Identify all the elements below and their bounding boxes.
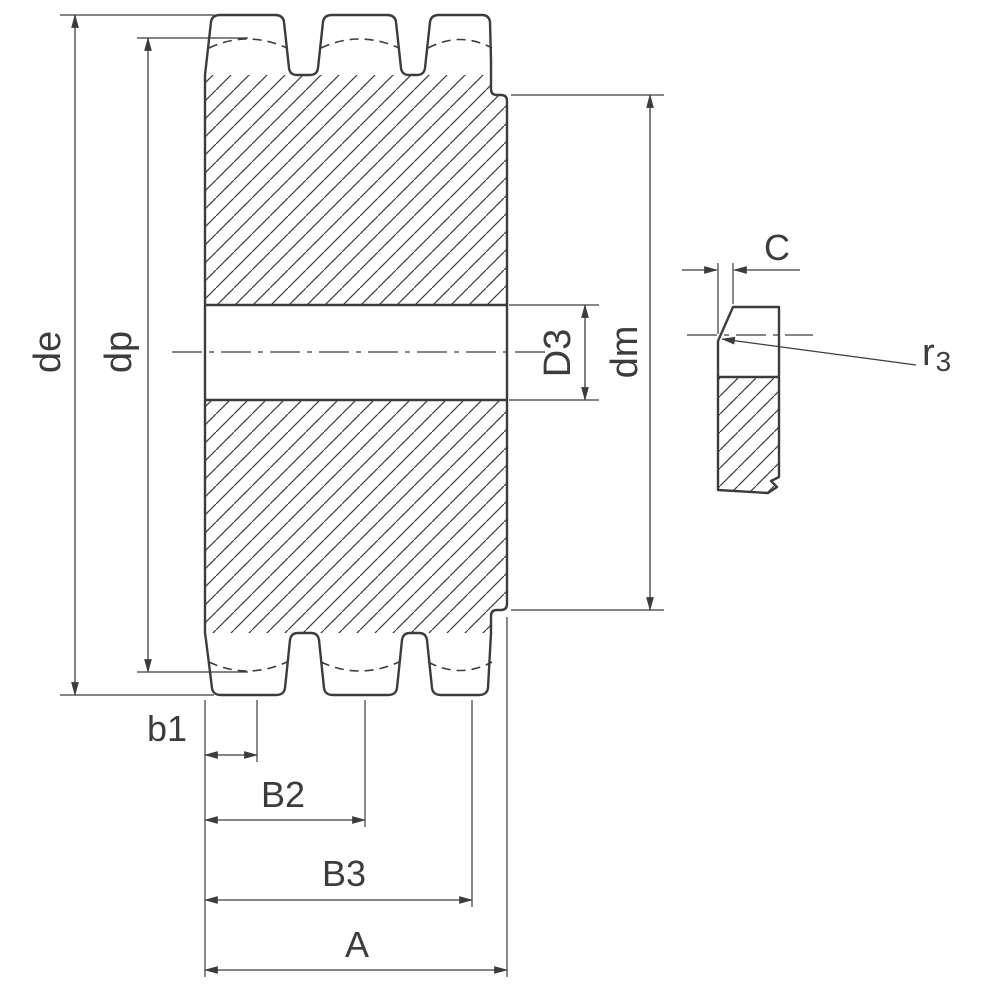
label-a: A <box>345 924 369 965</box>
label-d3: D3 <box>537 329 579 378</box>
hatch-area-lower <box>205 400 507 633</box>
r3-leader-line <box>720 336 917 366</box>
profile-hatch-area <box>718 377 779 493</box>
hatch-area-upper <box>205 75 507 305</box>
pitch-arc-top-2 <box>320 38 400 49</box>
width-dimensions: b1 B2 B3 A <box>147 617 509 977</box>
pitch-arc-bottom-3 <box>427 661 493 672</box>
dimension-de: de <box>27 13 214 697</box>
dimension-dm: dm <box>511 93 664 612</box>
label-de: de <box>27 331 69 373</box>
profile-outline <box>716 305 781 495</box>
tooth-profile-view: C r3 <box>682 227 951 495</box>
pitch-arc-top-3 <box>427 38 493 49</box>
label-b1: b1 <box>147 708 187 749</box>
label-b3: B3 <box>322 853 366 894</box>
label-b2: B2 <box>261 774 305 815</box>
label-dp: dp <box>98 331 140 373</box>
label-c: C <box>764 227 790 268</box>
pitch-arc-top-1 <box>208 38 288 49</box>
dimension-d3: D3 <box>509 303 599 402</box>
dimension-c: C <box>682 227 800 334</box>
pitch-arcs <box>208 38 493 672</box>
main-section-view <box>172 13 545 697</box>
sprocket-outline <box>203 13 509 697</box>
label-dm: dm <box>604 326 646 379</box>
dimension-dp: dp <box>98 36 248 674</box>
pitch-arc-bottom-1 <box>208 661 288 672</box>
dimension-r3: r3 <box>720 332 951 377</box>
pitch-arc-bottom-2 <box>320 661 400 672</box>
label-r3: r3 <box>922 332 951 377</box>
